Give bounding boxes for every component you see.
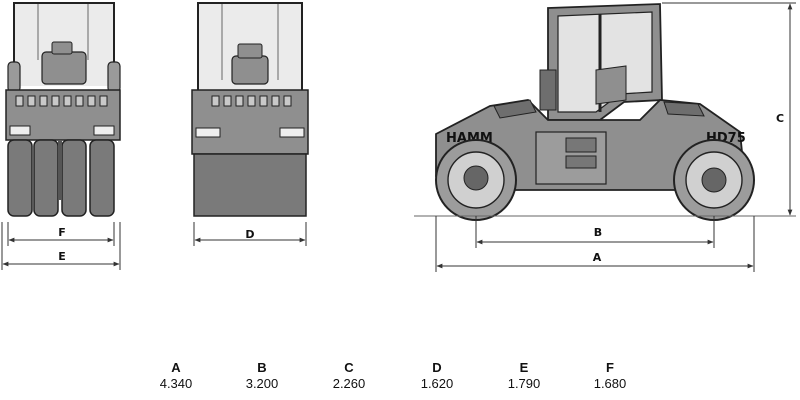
rear-view-drum xyxy=(191,2,309,217)
dim-label-d: D xyxy=(245,228,254,241)
rear-view-combi xyxy=(5,2,121,217)
dim-label-c: C xyxy=(776,112,784,125)
dim-label-a: A xyxy=(593,251,602,264)
seat xyxy=(231,55,269,85)
front-drum xyxy=(435,139,517,221)
drum xyxy=(193,153,307,217)
seat xyxy=(41,51,87,85)
side-view: HAMM HD75 xyxy=(414,3,796,221)
dim-label-b: B xyxy=(594,226,602,239)
dim-label-e: E xyxy=(58,250,66,263)
dimension-lines xyxy=(1,2,796,272)
dim-label-f: F xyxy=(58,226,66,239)
rear-drum xyxy=(673,139,755,221)
pneumatic-tyres xyxy=(7,139,115,217)
